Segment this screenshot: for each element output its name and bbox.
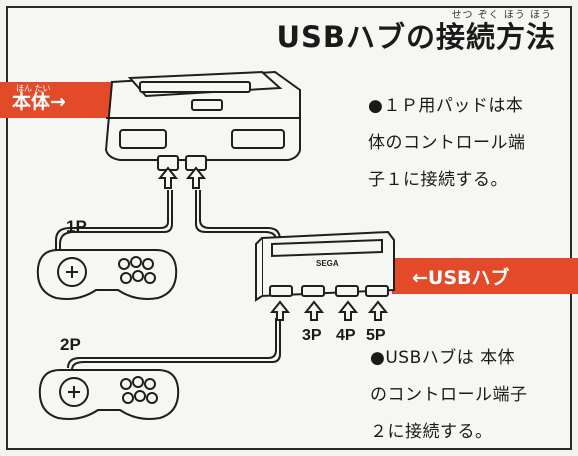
note2-line3: ２に接続する。 [370,422,493,442]
console-tag: ほん たい 本体→ [0,82,112,118]
usb-hub-illustration [255,230,395,302]
hub-tag: ←USBハブ [392,258,578,294]
note1-line3: 子１に接続する。 [368,170,508,190]
port-label-5p: 5P [366,327,386,344]
hub-brand-logo: SEGA [316,259,339,268]
port-label-3p: 3P [302,327,322,344]
hub-tag-label: ←USBハブ [412,266,510,289]
console-port-arrows [157,166,207,189]
console-tag-label: 本体→ [12,90,66,113]
note1-line1: ●１Ｐ用パッドは本 [368,96,524,116]
controller-1p-illustration [36,249,178,300]
console-illustration [104,70,301,171]
note1-line2: 体のコントロール端 [368,133,526,153]
controller-2p-illustration [38,369,180,420]
title-ruby: せつ ぞく ほう ほう [451,10,552,21]
page-title: USBハブの接続方法 [276,20,556,54]
note2-line2: のコントロール端子 [370,385,528,405]
note-1p-pad: ●１Ｐ用パッドは本 体のコントロール端 子１に接続する。 [368,88,568,199]
title-block: せつ ぞく ほう ほう USBハブの接続方法 [276,6,556,53]
hub-port-arrows [269,300,389,321]
cables [55,190,281,371]
port-label-2p: 2P [60,335,81,354]
note-usb-hub: ●USBハブは 本体 のコントロール端子 ２に接続する。 [370,340,575,451]
console-tag-ruby: ほん たい [16,84,51,93]
port-label-1p: 1P [66,217,87,236]
note2-line1: ●USBハブは 本体 [370,348,516,368]
port-label-4p: 4P [336,327,356,344]
